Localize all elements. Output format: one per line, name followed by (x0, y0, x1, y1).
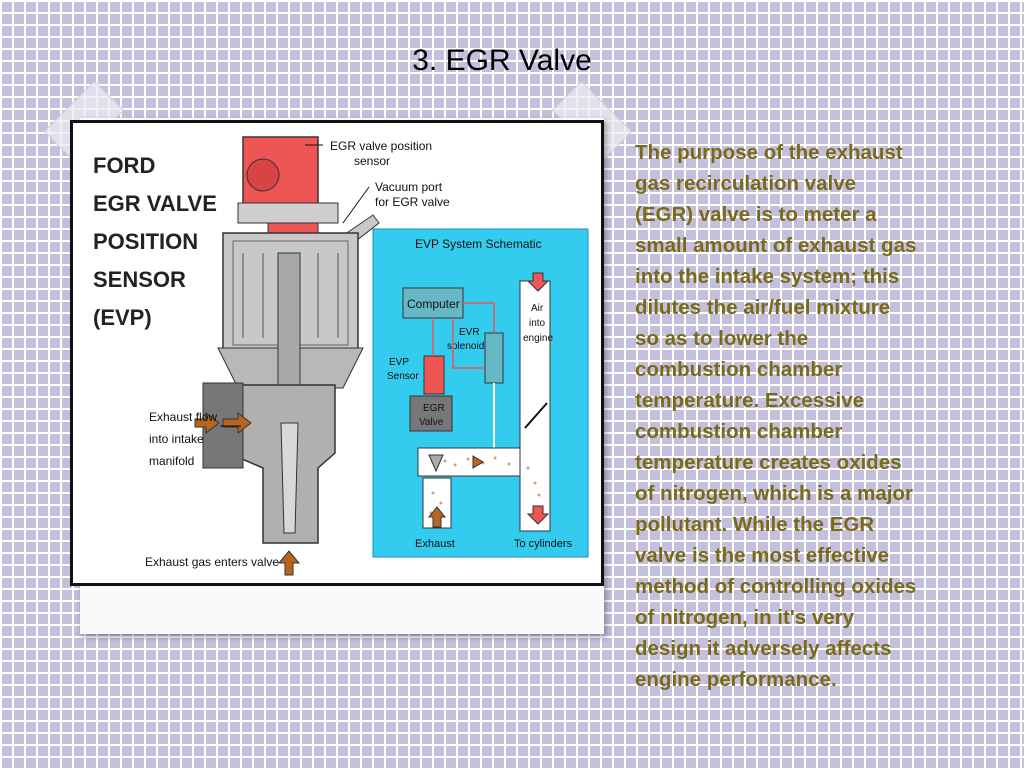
body-text: The purpose of the exhaust gas recircula… (635, 141, 917, 691)
schematic-computer: Computer (407, 297, 460, 311)
callout-exhaust-flow-1: Exhaust flow (149, 410, 217, 424)
schematic-title: EVP System Schematic (415, 237, 542, 251)
figure-heading-line-4: SENSOR (93, 267, 186, 292)
callout-position-sensor-1: EGR valve position (330, 139, 432, 153)
schematic-evp-2: Sensor (387, 371, 419, 382)
callout-vacuum-port-2: for EGR valve (375, 195, 450, 209)
figure-heading-line-5: (EVP) (93, 305, 152, 330)
callout-position-sensor-2: sensor (354, 154, 390, 168)
schematic-air-1: Air (531, 303, 544, 314)
schematic-evr-1: EVR (459, 327, 480, 338)
egr-figure-svg: FORD EGR VALVE POSITION SENSOR (EVP) (93, 136, 589, 576)
figure-heading-line-2: EGR VALVE (93, 191, 217, 216)
schematic-to-cylinders: To cylinders (514, 538, 573, 550)
schematic-egr-2: Valve (419, 417, 444, 428)
egr-valve-drawing (194, 136, 380, 576)
figure-heading-line-1: FORD (93, 153, 155, 178)
evp-schematic: EVP System Schematic Computer EVR soleno… (372, 228, 589, 558)
schematic-egr-1: EGR (423, 403, 445, 414)
schematic-evr-2: solenoid (447, 341, 484, 352)
figure-heading-line-3: POSITION (93, 229, 198, 254)
schematic-air-2: into (529, 318, 546, 329)
callout-exhaust-flow-3: manifold (149, 454, 194, 468)
callout-vacuum-port-1: Vacuum port (375, 180, 443, 194)
schematic-evp-1: EVP (389, 357, 409, 368)
callout-exhaust-enters: Exhaust gas enters valve (145, 555, 279, 569)
schematic-exhaust: Exhaust (415, 538, 455, 550)
callout-exhaust-flow-2: into intake (149, 432, 204, 446)
schematic-air-3: engine (523, 333, 553, 344)
slide-title: 3. EGR Valve (412, 44, 592, 77)
egr-figure: FORD EGR VALVE POSITION SENSOR (EVP) (70, 120, 604, 586)
